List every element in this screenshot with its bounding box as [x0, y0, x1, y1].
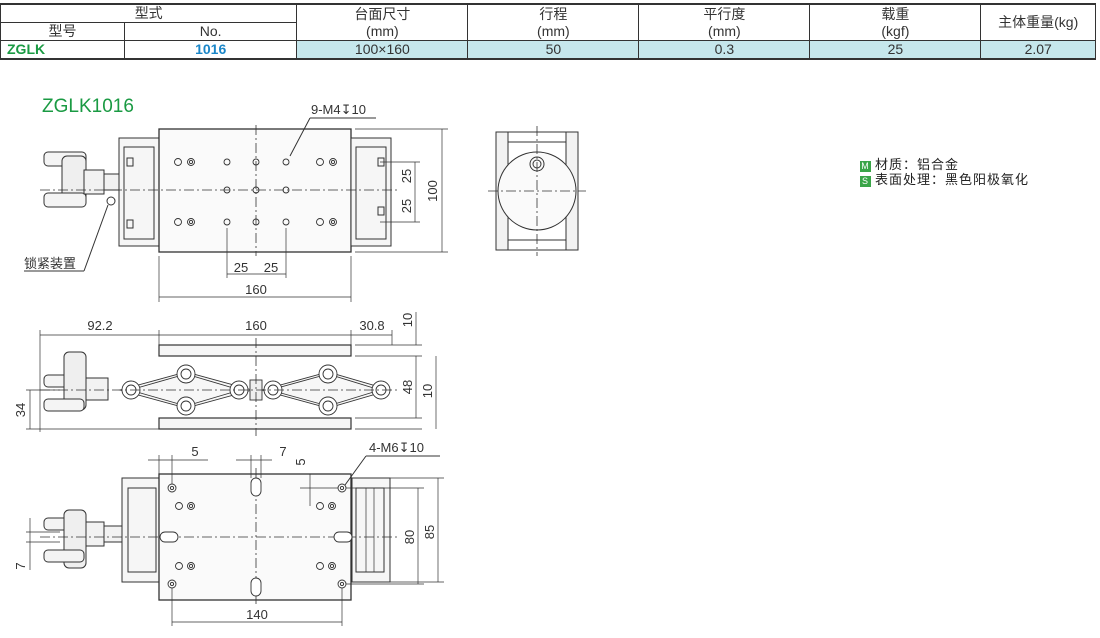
- dim-25-vert-a: 25: [399, 169, 414, 183]
- dim-80: 80: [402, 530, 417, 544]
- dim-85: 85: [422, 525, 437, 539]
- note-material-text: 材质：铝合金: [875, 157, 960, 172]
- header-type-group: 型式: [0, 3, 298, 23]
- header-stroke-label: 行程: [539, 5, 568, 22]
- end-view: [488, 126, 586, 256]
- cell-weight: 2.07: [980, 40, 1096, 60]
- header-parallelism: 平行度 (mm): [638, 3, 811, 41]
- dim-160-top: 160: [245, 282, 267, 297]
- drawing-title: ZGLK1016: [42, 96, 134, 117]
- header-weight: 主体重量(kg): [980, 3, 1096, 41]
- material-tag-icon: M: [860, 161, 871, 172]
- note-material: M 材质：铝合金: [860, 157, 1029, 172]
- bottom-view: 5 7 5 4-M6↧10 80 85 7 140: [13, 440, 444, 626]
- cell-no: 1016: [123, 40, 298, 60]
- header-stroke: 行程 (mm): [467, 3, 640, 41]
- dim-100: 100: [425, 180, 440, 202]
- dim-10-bottom: 10: [420, 384, 435, 398]
- header-no: No.: [123, 22, 298, 41]
- dim-7-a: 7: [279, 444, 286, 459]
- side-view: 92.2 160 30.8 10 48 10 34: [13, 312, 437, 436]
- cell-stroke: 50: [467, 40, 640, 60]
- material-notes: M 材质：铝合金 S 表面处理：黑色阳极氧化: [860, 157, 1029, 187]
- label-holes-top: 9-M4↧10: [311, 102, 366, 117]
- note-surface-text: 表面处理：黑色阳极氧化: [875, 172, 1030, 187]
- dim-25-vert-b: 25: [399, 199, 414, 213]
- header-table-size: 台面尺寸 (mm): [296, 3, 469, 41]
- dim-5-a: 5: [191, 444, 198, 459]
- header-parallelism-label: 平行度: [703, 5, 746, 22]
- dim-140: 140: [246, 607, 268, 622]
- dim-5-b: 5: [293, 458, 308, 465]
- dim-48: 48: [400, 380, 415, 394]
- dim-34: 34: [13, 403, 28, 417]
- cell-parallelism: 0.3: [638, 40, 811, 60]
- dim-25-horiz-a: 25: [234, 260, 248, 275]
- header-stroke-unit: (mm): [537, 22, 570, 39]
- cell-table-size: 100×160: [296, 40, 469, 60]
- header-table-size-label: 台面尺寸: [354, 5, 411, 22]
- dim-7-b: 7: [13, 562, 28, 569]
- header-parallelism-unit: (mm): [708, 22, 741, 39]
- cell-model: ZGLK: [0, 40, 125, 60]
- dim-30-8: 30.8: [359, 318, 384, 333]
- header-load-unit: (kgf): [881, 22, 910, 39]
- label-lock-device: 锁紧装置: [24, 256, 76, 271]
- cell-load: 25: [809, 40, 982, 60]
- header-load: 载重 (kgf): [809, 3, 982, 41]
- surface-tag-icon: S: [860, 176, 871, 187]
- label-holes-bottom: 4-M6↧10: [369, 440, 424, 455]
- header-load-label: 载重: [881, 5, 910, 22]
- note-surface: S 表面处理：黑色阳极氧化: [860, 172, 1029, 187]
- dim-92-2: 92.2: [87, 318, 112, 333]
- dim-160-side: 160: [245, 318, 267, 333]
- dim-25-horiz-b: 25: [264, 260, 278, 275]
- top-view: 9-M4↧10 锁紧装置 100 25 25 25 25 160: [24, 102, 448, 302]
- header-table-size-unit: (mm): [366, 22, 399, 39]
- dim-10-top: 10: [400, 313, 415, 327]
- spec-table: 型式 台面尺寸 (mm) 行程 (mm) 平行度 (mm) 载重 (kgf) 主…: [0, 3, 1096, 60]
